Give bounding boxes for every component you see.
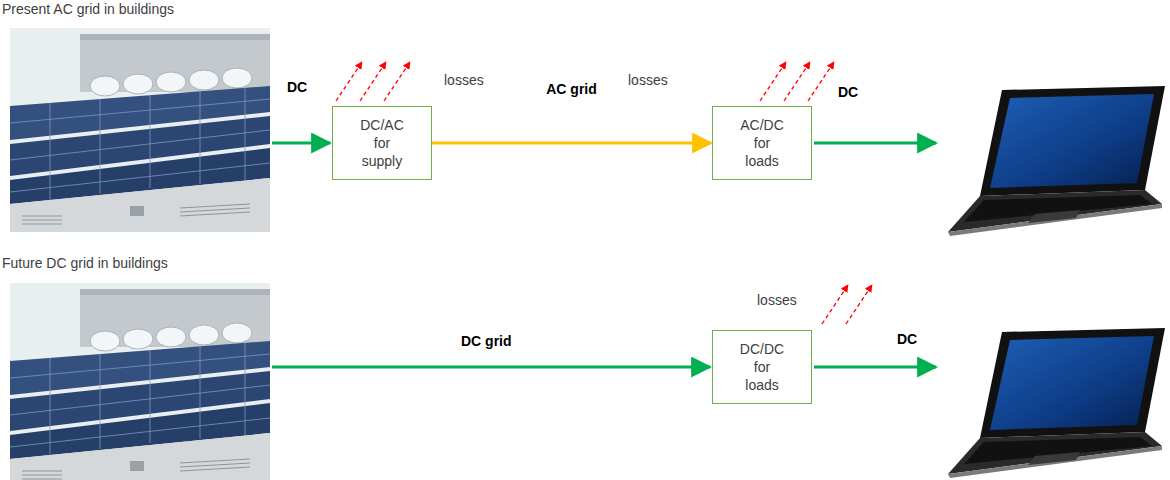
section-heading: Present AC grid in buildings xyxy=(2,1,174,18)
dc-wire xyxy=(272,142,330,145)
box-text: AC/DC for loads xyxy=(740,116,784,171)
losses-label: losses xyxy=(628,72,668,89)
ac-grid-line xyxy=(432,142,711,145)
dc-wire xyxy=(814,366,936,369)
dc-wire xyxy=(814,142,936,145)
laptop-picture xyxy=(948,86,1165,236)
solar-panel-picture xyxy=(10,28,270,232)
loss-arrow xyxy=(846,285,872,324)
loss-arrow xyxy=(760,62,786,101)
grid-label: DC grid xyxy=(461,333,512,350)
section-heading: Future DC grid in buildings xyxy=(2,255,168,272)
current-type-label: DC xyxy=(287,79,307,96)
grid-label: AC grid xyxy=(546,81,597,98)
loss-arrow xyxy=(808,62,834,101)
losses-label: losses xyxy=(757,292,797,309)
loss-arrow xyxy=(822,285,848,324)
solar-panel-picture xyxy=(10,283,270,480)
loss-arrow xyxy=(784,62,810,101)
current-type-label: DC xyxy=(897,331,917,348)
current-type-label: DC xyxy=(838,84,858,101)
converter-box: DC/AC for supply xyxy=(332,106,432,180)
box-text: DC/AC for supply xyxy=(360,116,404,171)
laptop-picture xyxy=(948,328,1165,478)
loss-arrow xyxy=(336,62,362,101)
box-text: DC/DC for loads xyxy=(740,340,784,395)
losses-label: losses xyxy=(444,72,484,89)
converter-box: AC/DC for loads xyxy=(712,106,812,180)
loss-arrow xyxy=(360,62,386,101)
converter-box: DC/DC for loads xyxy=(712,330,812,404)
loss-arrow xyxy=(384,62,410,101)
dc-grid-wire xyxy=(272,366,710,369)
